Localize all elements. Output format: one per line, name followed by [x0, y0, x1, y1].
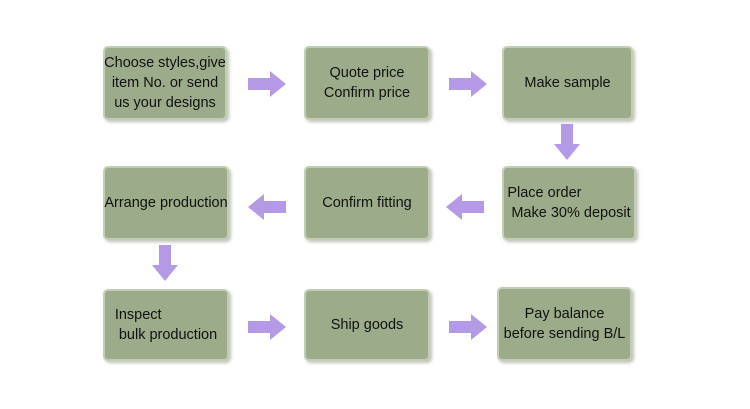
step-label: Arrange production: [104, 195, 228, 211]
step-ship-goods: Ship goods: [304, 289, 430, 361]
step-pay-balance: Pay balance before sending B/L: [497, 287, 632, 361]
step-place-order: Place order Make 30% deposit: [502, 166, 636, 240]
step-choose-styles: Choose styles,give item No. or send us y…: [103, 46, 227, 120]
step-label: Confirm fitting: [322, 195, 412, 211]
arrow-down-icon: [554, 124, 580, 160]
arrow-down-icon: [152, 245, 178, 281]
step-quote-price: Quote price Confirm price: [304, 46, 430, 120]
arrow-right-icon: [248, 71, 286, 97]
step-label: Quote price Confirm price: [323, 65, 411, 101]
arrow-left-icon: [446, 194, 484, 220]
step-inspect-bulk-production: Inspect bulk production: [103, 289, 229, 361]
step-confirm-fitting: Confirm fitting: [304, 166, 430, 240]
step-label: Choose styles,give item No. or send us y…: [104, 55, 226, 111]
step-label: Place order Make 30% deposit: [507, 185, 631, 221]
step-label: Inspect bulk production: [114, 307, 218, 343]
step-label: Make sample: [524, 75, 611, 91]
step-arrange-production: Arrange production: [103, 166, 229, 240]
arrow-right-icon: [248, 314, 286, 340]
arrow-right-icon: [449, 71, 487, 97]
arrow-right-icon: [449, 314, 487, 340]
arrow-left-icon: [248, 194, 286, 220]
step-label: Ship goods: [330, 317, 404, 333]
step-label: Pay balance before sending B/L: [503, 306, 626, 342]
step-make-sample: Make sample: [502, 46, 633, 120]
